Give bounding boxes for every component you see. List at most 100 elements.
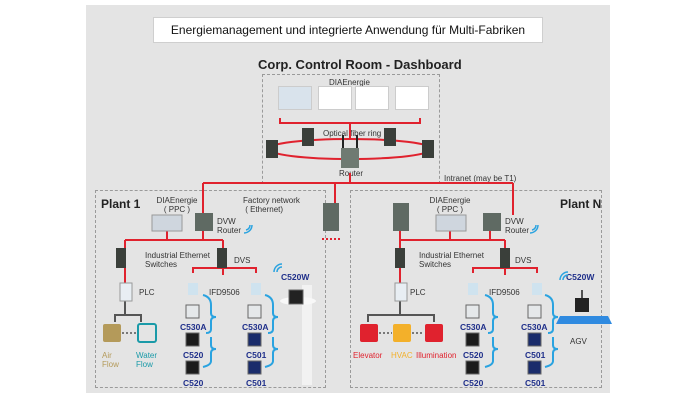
plantN-ppc-icon: [435, 214, 467, 232]
plant1-dvw-router-icon: [195, 213, 213, 231]
ring-switches: [266, 128, 434, 168]
plantN-c520w-meter-icon: [575, 298, 589, 312]
factory-network-line1: Factory network: [243, 196, 300, 205]
gateway-router-icon: [323, 203, 339, 231]
plantN-ppc-line1: DIAEnergie: [429, 196, 471, 205]
plant1-ifd-icon: [251, 283, 261, 295]
dashboard-thumb-pie: [318, 86, 352, 110]
plant1-router-line2: Router: [217, 226, 242, 235]
plant1-switch-line2: Switches: [145, 260, 178, 269]
air-flow-icon: [103, 324, 121, 342]
plantN-gateway-icon: [393, 203, 409, 231]
water-line1: Water: [136, 351, 158, 360]
diagram-canvas: [86, 5, 610, 393]
plantN-dvs-icon: [500, 248, 510, 268]
plant1-ppc-line1: DIAEnergie: [156, 196, 198, 205]
plant1-plc-icon: [119, 282, 133, 302]
plantN-router-line2: Router: [505, 226, 530, 235]
plant1-switch-line1: Industrial Ethernet: [145, 251, 210, 260]
load-illumination-label: Illumination: [416, 351, 457, 360]
ring-switch-icon: [422, 140, 434, 158]
agv-label: AGV: [570, 337, 587, 346]
plant1-meter-r1: C530A: [242, 322, 269, 332]
ring-switch-icon: [302, 128, 314, 146]
core-router-icon: [341, 148, 359, 168]
plant1-meter-r3: C501: [246, 378, 267, 388]
ring-switch-icon: [266, 140, 278, 158]
plant1-router-line1: DVW: [217, 217, 236, 226]
plantN-switch-line1: Industrial Ethernet: [419, 251, 484, 260]
plant1-ppc-icon: [151, 214, 183, 232]
plantN-ppc-line2: ( PPC ): [436, 205, 464, 214]
plantN-router-line1: DVW: [505, 217, 524, 226]
plant1-ppc-line2: ( PPC ): [163, 205, 191, 214]
plantN-plc-label: PLC: [410, 288, 426, 297]
plant1-ifd-icon: [188, 283, 198, 295]
router-label: Router: [339, 169, 364, 178]
plantN-plc-icon: [394, 282, 408, 302]
illumination-icon: [425, 324, 443, 342]
plant1-plc-label: PLC: [139, 288, 155, 297]
plantN-ppc-label: DIAEnergie( PPC ): [425, 196, 475, 214]
load-hvac-label: HVAC: [391, 351, 413, 360]
plantN-switch-line2: Switches: [419, 260, 452, 269]
plantN-meter-l1: C530A: [460, 322, 487, 332]
air-line2: Flow: [102, 360, 119, 369]
plantN-wireless-meter-label: C520W: [566, 272, 595, 282]
diagram-title: Energiemanagement und integrierte Anwend…: [153, 17, 543, 43]
pole-icon: [302, 285, 312, 385]
plant1-box: [95, 190, 326, 388]
plantN-meter-l2: C520: [463, 350, 484, 360]
ring-label: Optical fiber ring: [323, 129, 382, 138]
network-lines: [124, 118, 538, 285]
factory-network-label: Factory network ( Ethernet): [243, 196, 300, 214]
plant1-dvs-label: DVS: [234, 256, 251, 265]
air-line1: Air: [102, 351, 112, 360]
plantN-ifd-label: IFD9506: [489, 288, 520, 297]
dashboard-software-label: DIAEnergie: [329, 78, 370, 87]
plantN-ifd-icon: [532, 283, 542, 295]
plantN-meter-r1: C530A: [521, 322, 548, 332]
plant1-meter-l1: C530A: [180, 322, 207, 332]
water-line2: Flow: [136, 360, 153, 369]
plant1-ppc-label: DIAEnergie( PPC ): [152, 196, 202, 214]
plant1-c520w-meter-icon: [288, 289, 304, 305]
water-flow-icon: [137, 323, 157, 343]
plantN-ifd-icon: [468, 283, 478, 295]
plant1-meter-l3: C520: [183, 378, 204, 388]
intranet-label: Intranet (may be T1): [444, 174, 517, 183]
dashboard-thumb-bar: [355, 86, 389, 110]
dashboard-thumb-trend: [395, 86, 429, 110]
plantN-box: [350, 190, 602, 388]
plantN-dvw-router-icon: [483, 213, 501, 231]
wifi-icons: [243, 224, 569, 281]
control-room-heading: Corp. Control Room - Dashboard: [258, 57, 462, 72]
plant1-wireless-meter-label: C520W: [281, 272, 310, 282]
plant1-heading: Plant 1: [101, 197, 141, 211]
load-elevator-label: Elevator: [353, 351, 383, 360]
plantN-meter-r3: C501: [525, 378, 546, 388]
agv-icon: [556, 316, 612, 324]
plant1-meter-r2: C501: [246, 350, 267, 360]
factory-network-line2: ( Ethernet): [245, 205, 284, 214]
ring-switch-icon: [384, 128, 396, 146]
plant1-switch-icon: [116, 248, 126, 268]
plantN-heading: Plant N: [560, 197, 602, 211]
plant1-meter-l2: C520: [183, 350, 204, 360]
meters: [185, 304, 542, 375]
elevator-icon: [360, 324, 378, 342]
plantN-meter-l3: C520: [463, 378, 484, 388]
plantN-switch-icon: [395, 248, 405, 268]
plantN-meter-r2: C501: [525, 350, 546, 360]
plant1-dvs-icon: [217, 248, 227, 268]
modbus-lines: [202, 294, 559, 368]
hvac-icon: [393, 324, 411, 342]
plant1-ifd-label: IFD9506: [209, 288, 240, 297]
